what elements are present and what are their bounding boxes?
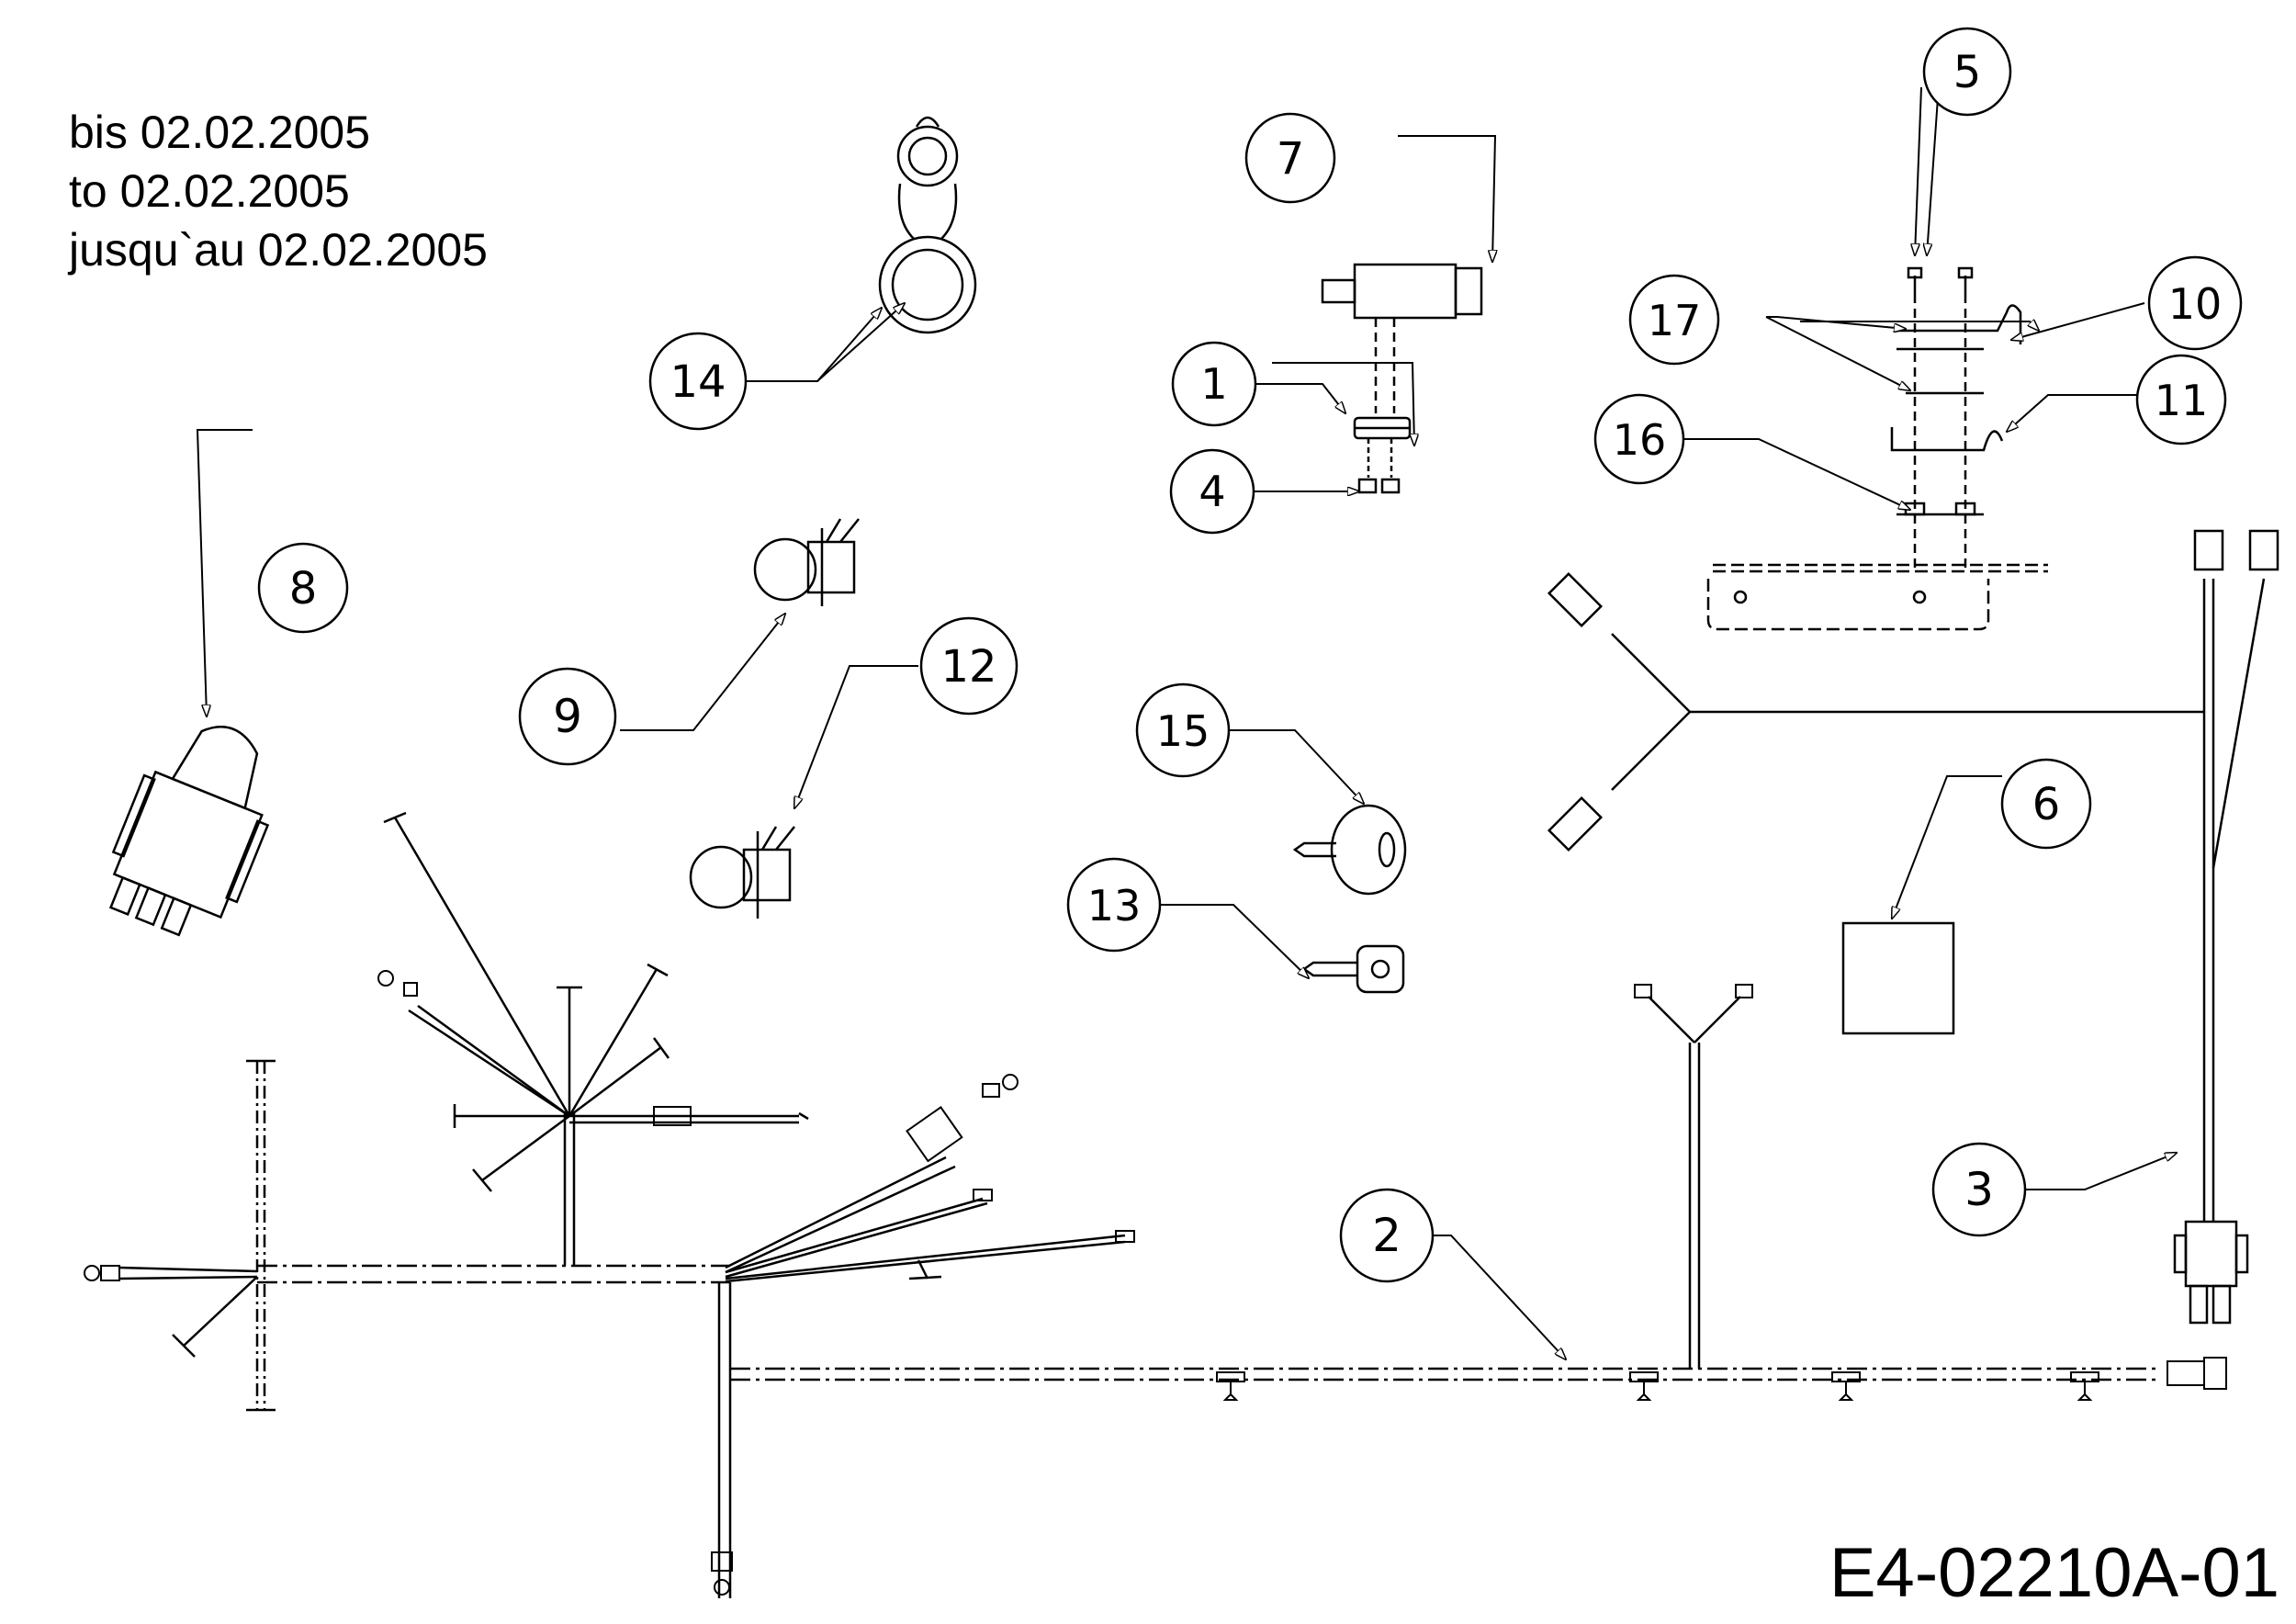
callout-7-label: 7: [1277, 133, 1305, 185]
callout-12: 12: [919, 616, 1019, 716]
callout-8-label: 8: [289, 563, 318, 615]
callout-10-label: 10: [2168, 279, 2223, 329]
callout-6-label: 6: [2032, 779, 2061, 830]
callout-11-label: 11: [2155, 376, 2209, 425]
callout-13: 13: [1066, 857, 1162, 953]
lock-nut-part-1: [1353, 416, 1412, 440]
date-line-german: bis 02.02.2005: [69, 107, 371, 158]
callout-2-label: 2: [1372, 1209, 1401, 1262]
decal-part-6: [1841, 921, 1955, 1035]
pto-switch-part-8: [108, 726, 270, 937]
callout-8: 8: [257, 542, 349, 634]
callout-5: 5: [1922, 27, 2012, 117]
date-line-french: jusqu`au 02.02.2005: [69, 224, 488, 276]
callout-4-label: 4: [1199, 467, 1225, 516]
callout-3: 3: [1931, 1142, 2027, 1237]
power-outlet-part-14: [878, 116, 977, 334]
date-line-english: to 02.02.2005: [69, 165, 350, 217]
callout-14: 14: [648, 332, 748, 431]
harness-clips: [1216, 1371, 2099, 1401]
callout-leaders: [196, 71, 2177, 1359]
callout-11: 11: [2135, 354, 2227, 445]
main-wiring-harness: [118, 811, 2158, 1598]
callout-1: 1: [1171, 341, 1257, 427]
bracket-assembly: [1706, 266, 2048, 631]
callout-1-label: 1: [1200, 359, 1227, 409]
callout-17-label: 17: [1648, 296, 1702, 345]
callout-15: 15: [1135, 682, 1231, 778]
callout-16-label: 16: [1613, 415, 1667, 465]
lamp-part-9: [753, 518, 860, 606]
callout-2: 2: [1339, 1188, 1435, 1283]
document-id: E4-02210A-01: [1829, 1534, 2279, 1612]
callout-4: 4: [1169, 448, 1255, 535]
lamp-part-12: [689, 826, 795, 919]
harness-connectors: [84, 970, 2227, 1596]
ignition-key-part-13: [1301, 944, 1405, 994]
callout-17: 17: [1628, 274, 1720, 366]
key-switch-part-15: [1292, 804, 1407, 896]
callout-13-label: 13: [1087, 881, 1142, 930]
callout-9-label: 9: [553, 690, 582, 743]
callout-5-label: 5: [1953, 47, 1982, 98]
callout-14-label: 14: [670, 356, 726, 408]
callout-7: 7: [1244, 112, 1336, 204]
terminals-part-4: [1357, 438, 1401, 494]
callout-9: 9: [518, 667, 617, 766]
callout-3-label: 3: [1964, 1163, 1994, 1216]
callout-15-label: 15: [1156, 706, 1210, 756]
wiring-harness-part-3: [1547, 529, 2279, 1325]
callout-10: 10: [2147, 255, 2243, 351]
callout-12-label: 12: [940, 641, 996, 693]
callout-6: 6: [2000, 758, 2092, 850]
callout-16: 16: [1593, 393, 1685, 485]
ignition-switch-part-7: [1321, 263, 1483, 413]
